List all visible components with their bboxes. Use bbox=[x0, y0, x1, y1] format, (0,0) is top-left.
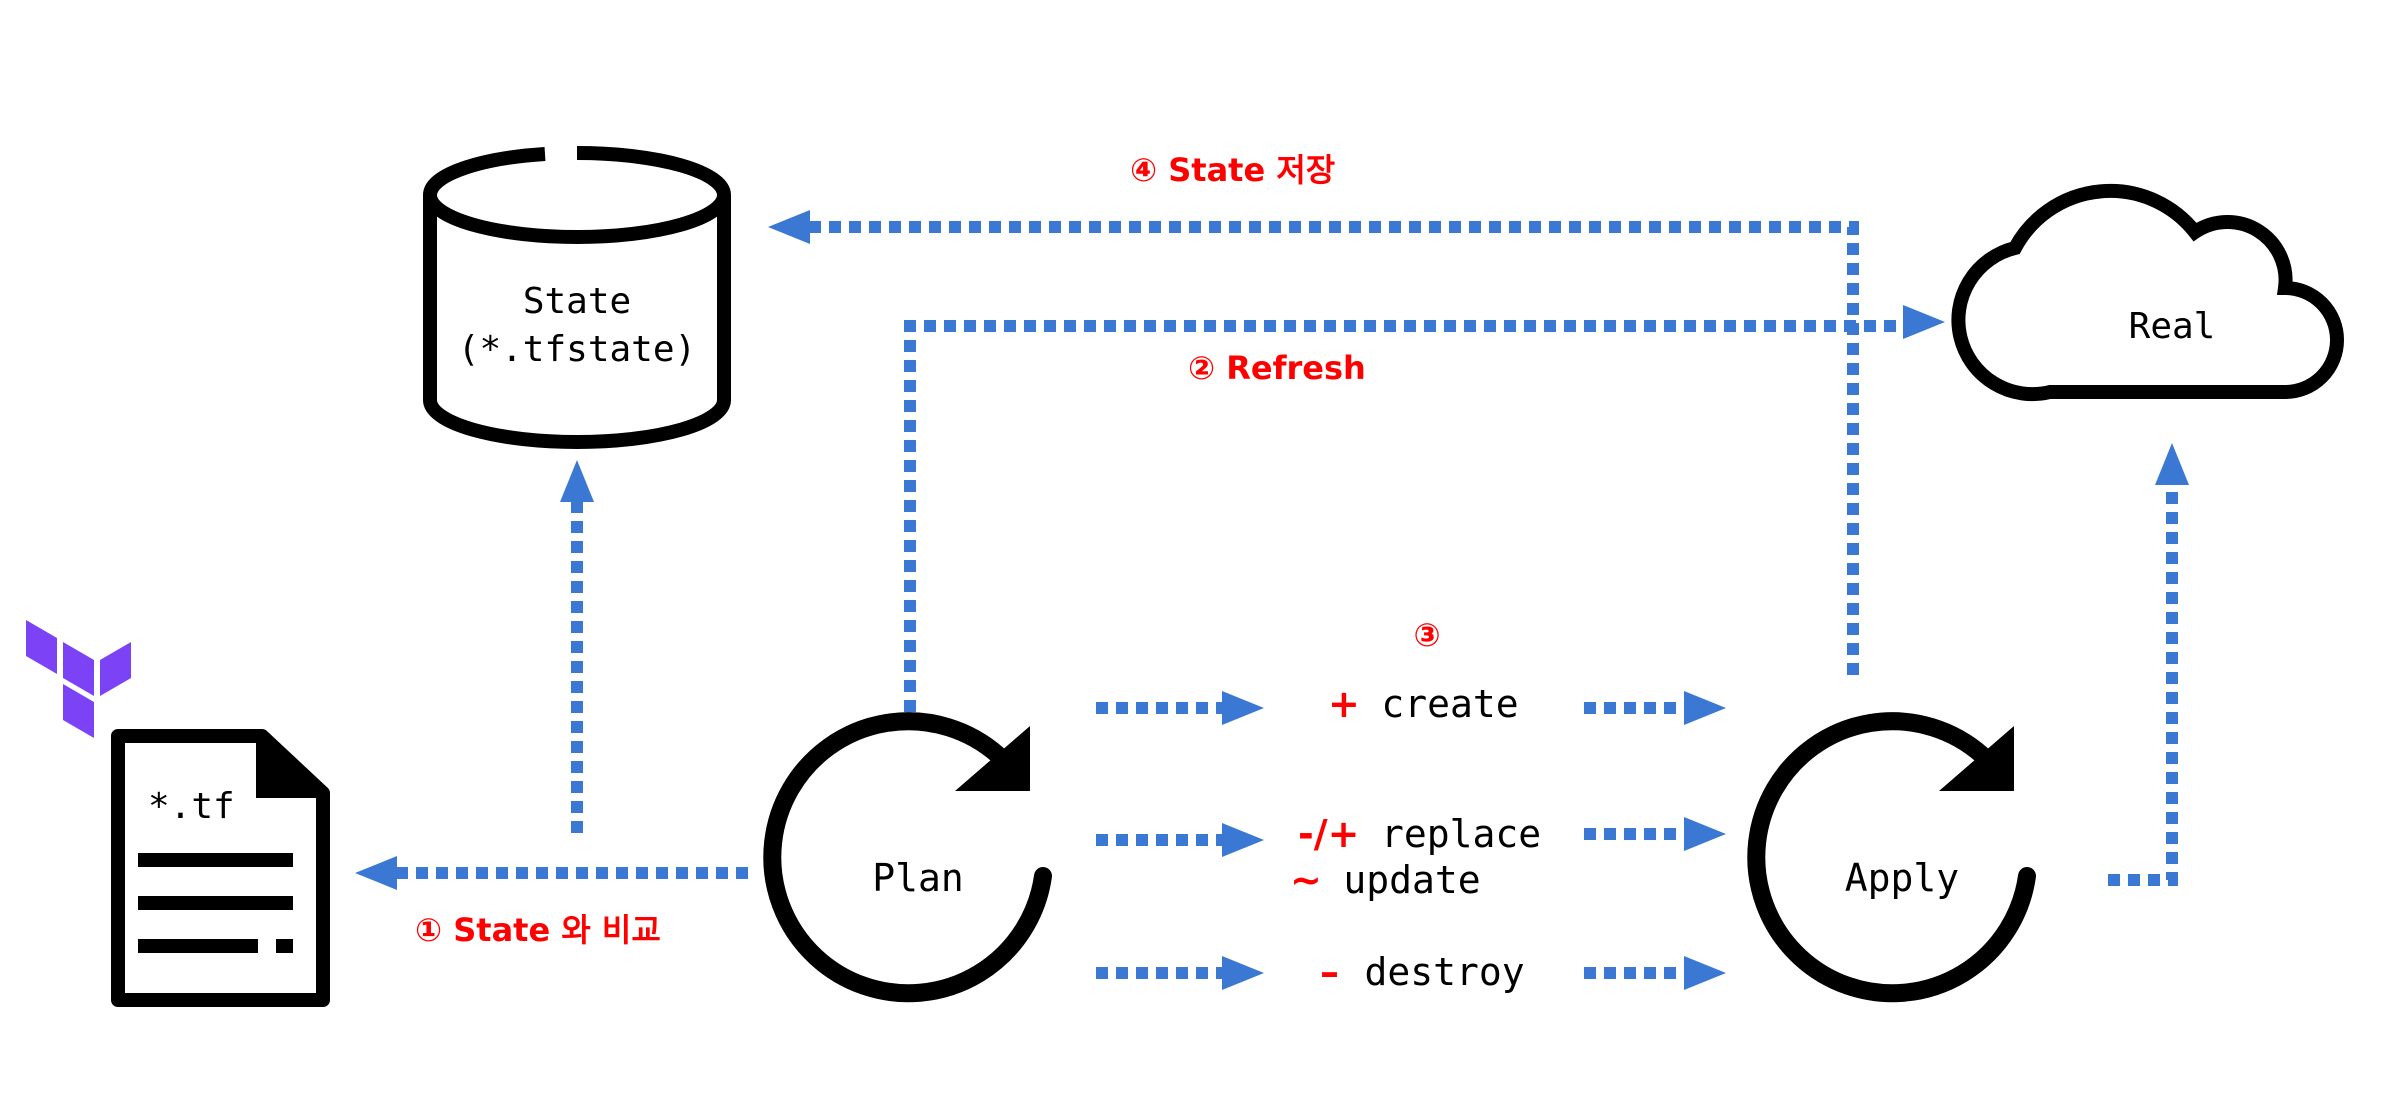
arrow-to-state bbox=[560, 460, 594, 833]
replace-label: replace bbox=[1381, 812, 1541, 856]
arrow-refresh bbox=[904, 305, 1945, 712]
arrow-save-state bbox=[768, 210, 1859, 675]
action-replace: -/+ replace bbox=[1298, 812, 1541, 856]
arrow-plan-to-tf bbox=[355, 856, 748, 890]
action-arrows bbox=[1096, 691, 1726, 990]
action-destroy: – destroy bbox=[1320, 950, 1525, 994]
file-icon bbox=[111, 729, 330, 1007]
step1-label: ① State 와 비교 bbox=[415, 911, 661, 949]
update-symbol: ~ bbox=[1290, 858, 1322, 902]
destroy-label: destroy bbox=[1365, 950, 1525, 994]
state-file-label: (*.tfstate) bbox=[458, 329, 696, 370]
action-create: + create bbox=[1328, 682, 1519, 726]
state-title: State bbox=[523, 281, 631, 322]
refresh-icon bbox=[1747, 712, 2036, 1003]
update-label: update bbox=[1343, 858, 1480, 902]
real-label: Real bbox=[2129, 306, 2216, 347]
step3-label: ③ bbox=[1413, 616, 1440, 654]
step2-label: ② Refresh bbox=[1188, 349, 1366, 387]
database-icon bbox=[423, 146, 732, 449]
step4-label: ④ State 저장 bbox=[1130, 151, 1335, 189]
cloud-icon bbox=[1951, 183, 2344, 402]
plan-label: Plan bbox=[872, 856, 964, 900]
tf-file-label: *.tf bbox=[148, 786, 235, 827]
refresh-icon bbox=[763, 712, 1052, 1003]
create-symbol: + bbox=[1328, 682, 1360, 726]
file-lines bbox=[138, 853, 293, 953]
destroy-symbol: – bbox=[1320, 950, 1339, 994]
create-label: create bbox=[1381, 682, 1518, 726]
arrow-apply-to-real bbox=[2108, 443, 2189, 886]
replace-symbol: -/+ bbox=[1298, 812, 1360, 856]
file-fold bbox=[256, 735, 324, 798]
apply-label: Apply bbox=[1845, 856, 1959, 900]
action-update: ~ update bbox=[1290, 858, 1481, 902]
terraform-logo-icon bbox=[26, 620, 131, 738]
